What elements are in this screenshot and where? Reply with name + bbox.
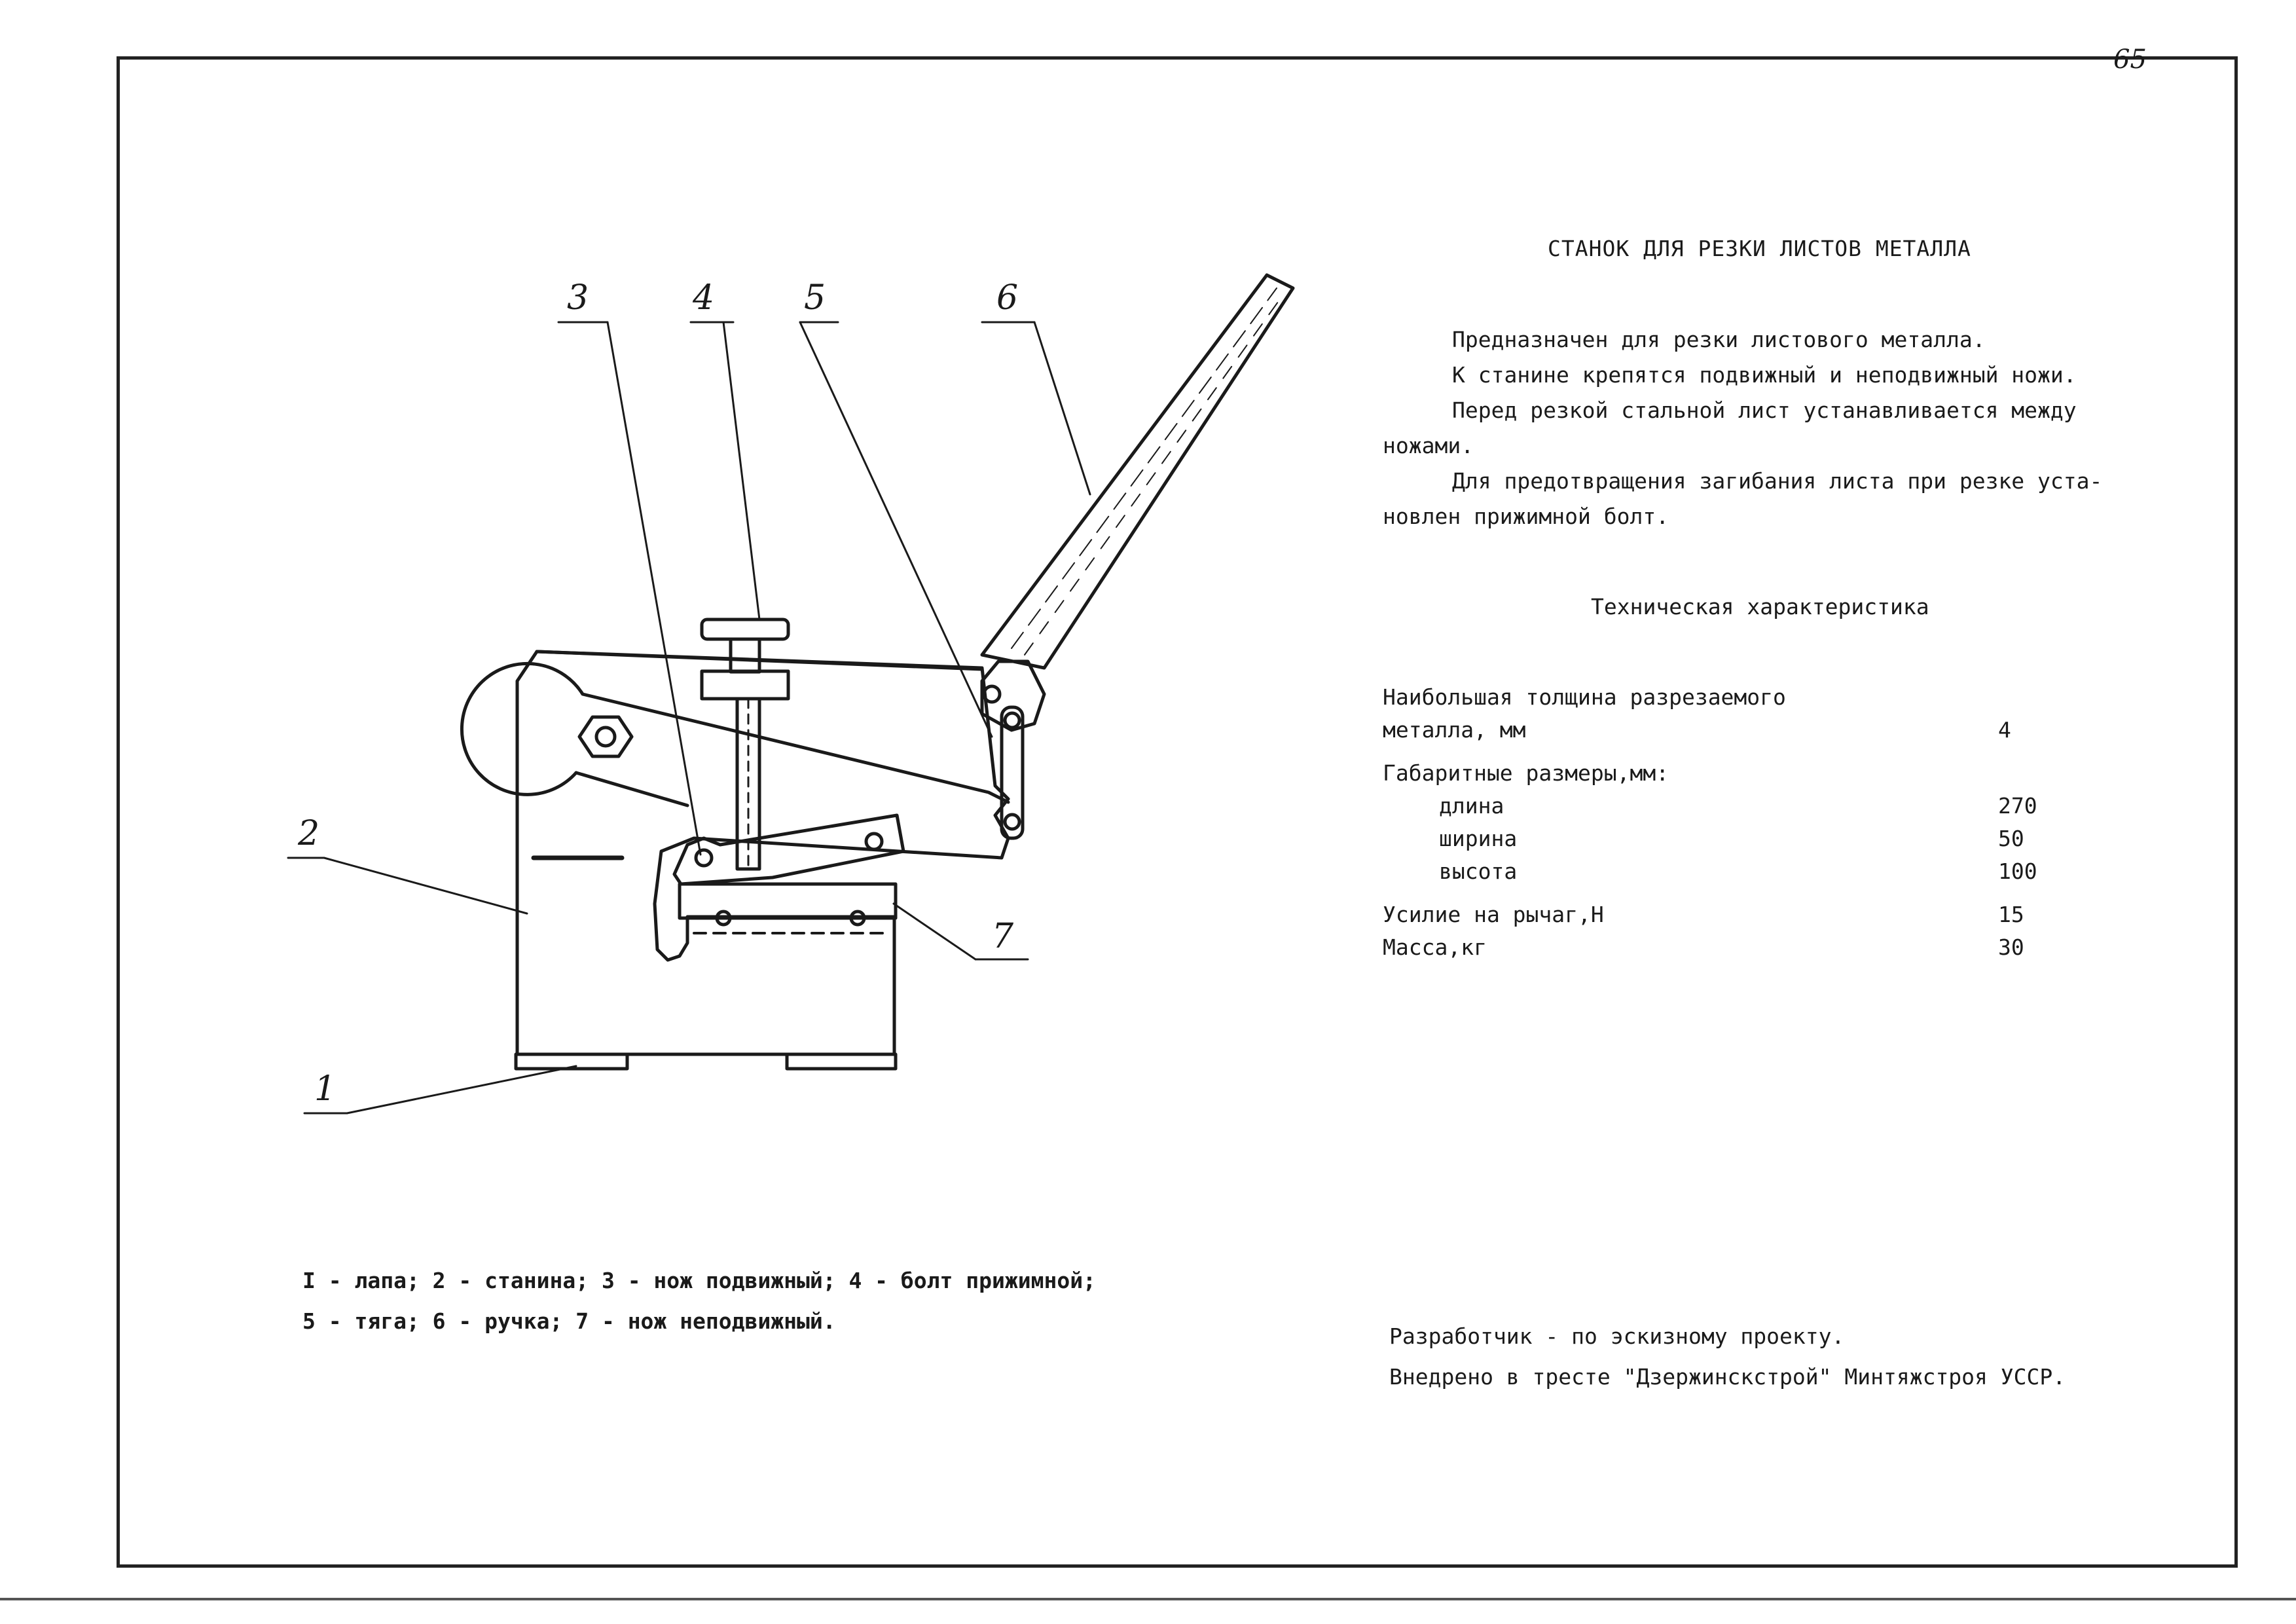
spec-row: Усилие на рычаг,Н 15 xyxy=(1383,898,2116,931)
description-line: Предназначен для резки листового металла… xyxy=(1452,327,1986,352)
link-bar xyxy=(1000,705,1025,840)
spec-row: ширина 50 xyxy=(1383,822,2116,855)
spec-row: длина 270 xyxy=(1383,790,2116,822)
leader-7 xyxy=(892,902,977,961)
spec-label: Масса,кг xyxy=(1383,934,1487,960)
description: Предназначен для резки листового металла… xyxy=(1383,322,2162,534)
developer-line: Внедрено в тресте "Дзержинскстрой" Минтя… xyxy=(1389,1364,2066,1390)
spec-row: металла, мм 4 xyxy=(1383,714,2116,747)
drawing-frame xyxy=(117,56,2238,1568)
callout-6: 6 xyxy=(996,278,1019,318)
spec-row: Габаритные размеры,мм: xyxy=(1383,757,2116,790)
leader-2 xyxy=(323,857,528,915)
knife-pin xyxy=(864,832,884,851)
callout-1: 1 xyxy=(314,1069,337,1109)
leader-3 xyxy=(606,321,702,856)
lever-arm xyxy=(460,661,1010,804)
link-pin-top xyxy=(1003,711,1021,729)
leader-6 xyxy=(1033,321,1091,496)
spec-value: 30 xyxy=(1998,934,2024,960)
callout-2: 2 xyxy=(298,814,320,853)
fixed-knife-bolt xyxy=(849,910,866,927)
knife-pivot xyxy=(694,848,714,868)
hex-bolt-center xyxy=(594,726,617,748)
spec-label: ширина xyxy=(1439,826,1518,851)
moving-knife xyxy=(672,813,905,886)
handle-bar xyxy=(980,273,1295,670)
link-pin-bottom xyxy=(1003,813,1021,831)
bolt-neck xyxy=(729,637,761,674)
callout-5: 5 xyxy=(804,278,826,318)
developer-note: Разработчик - по эскизному проекту. Внед… xyxy=(1389,1316,2066,1397)
fixed-knife-bolt xyxy=(715,910,732,927)
page-title: СТАНОК ДЛЯ РЕЗКИ ЛИСТОВ МЕТАЛЛА xyxy=(1548,236,1971,261)
description-line: ножами. xyxy=(1383,433,1474,458)
description-line: Перед резкой стальной лист устанавливает… xyxy=(1452,397,2077,423)
spec-value: 4 xyxy=(1998,717,2011,743)
spec-label: металла, мм xyxy=(1383,717,1526,743)
spec-row: Наибольшая толщина разрезаемого xyxy=(1383,681,2116,714)
spec-label: Габаритные размеры,мм: xyxy=(1383,760,1669,786)
hex-bolt xyxy=(577,715,634,758)
spec-row: Масса,кг 30 xyxy=(1383,931,2116,964)
developer-line: Разработчик - по эскизному проекту. xyxy=(1389,1323,1845,1349)
spec-label: Усилие на рычаг,Н xyxy=(1383,902,1604,927)
handle-pivot xyxy=(980,659,1046,732)
leader-1 xyxy=(346,1065,577,1115)
specs-title: Техническая характеристика xyxy=(1591,594,1929,619)
page-number: 65 xyxy=(2113,45,2147,75)
description-line: К станине крепятся подвижный и неподвижн… xyxy=(1452,362,2077,388)
callout-7: 7 xyxy=(992,917,1014,956)
frame-body xyxy=(515,650,1010,1056)
foot-right xyxy=(785,1052,898,1071)
handle-grain xyxy=(1024,294,1284,655)
leader-4 xyxy=(722,321,761,621)
callout-4: 4 xyxy=(693,278,715,318)
spec-row: высота 100 xyxy=(1383,855,2116,888)
callout-3: 3 xyxy=(567,278,589,318)
parts-legend: I - лапа; 2 - станина; 3 - нож подвижный… xyxy=(302,1261,1096,1342)
description-line: новлен прижимной болт. xyxy=(1383,504,1669,529)
legend-line: I - лапа; 2 - станина; 3 - нож подвижный… xyxy=(302,1268,1096,1293)
spec-value: 50 xyxy=(1998,826,2024,851)
spec-label: длина xyxy=(1439,793,1504,819)
lever-arm-lower xyxy=(574,771,689,807)
fixed-knife xyxy=(678,882,898,920)
description-line: Для предотвращения загибания листа при р… xyxy=(1452,468,2103,494)
leader-5 xyxy=(799,321,993,738)
spec-value: 15 xyxy=(1998,902,2024,927)
spec-value: 270 xyxy=(1998,793,2037,819)
bolt-head xyxy=(700,618,790,641)
handle-pivot-pin xyxy=(982,684,1002,704)
handle-grain xyxy=(1011,287,1277,649)
spec-label: высота xyxy=(1439,858,1518,884)
spec-value: 100 xyxy=(1998,858,2037,884)
legend-line: 5 - тяга; 6 - ручка; 7 - нож неподвижный… xyxy=(302,1308,836,1334)
bottom-rule xyxy=(0,1598,2296,1600)
specs-table: Наибольшая толщина разрезаемого металла,… xyxy=(1383,681,2116,964)
bolt-nut xyxy=(700,669,790,701)
spec-label: Наибольшая толщина разрезаемого xyxy=(1383,684,1786,710)
